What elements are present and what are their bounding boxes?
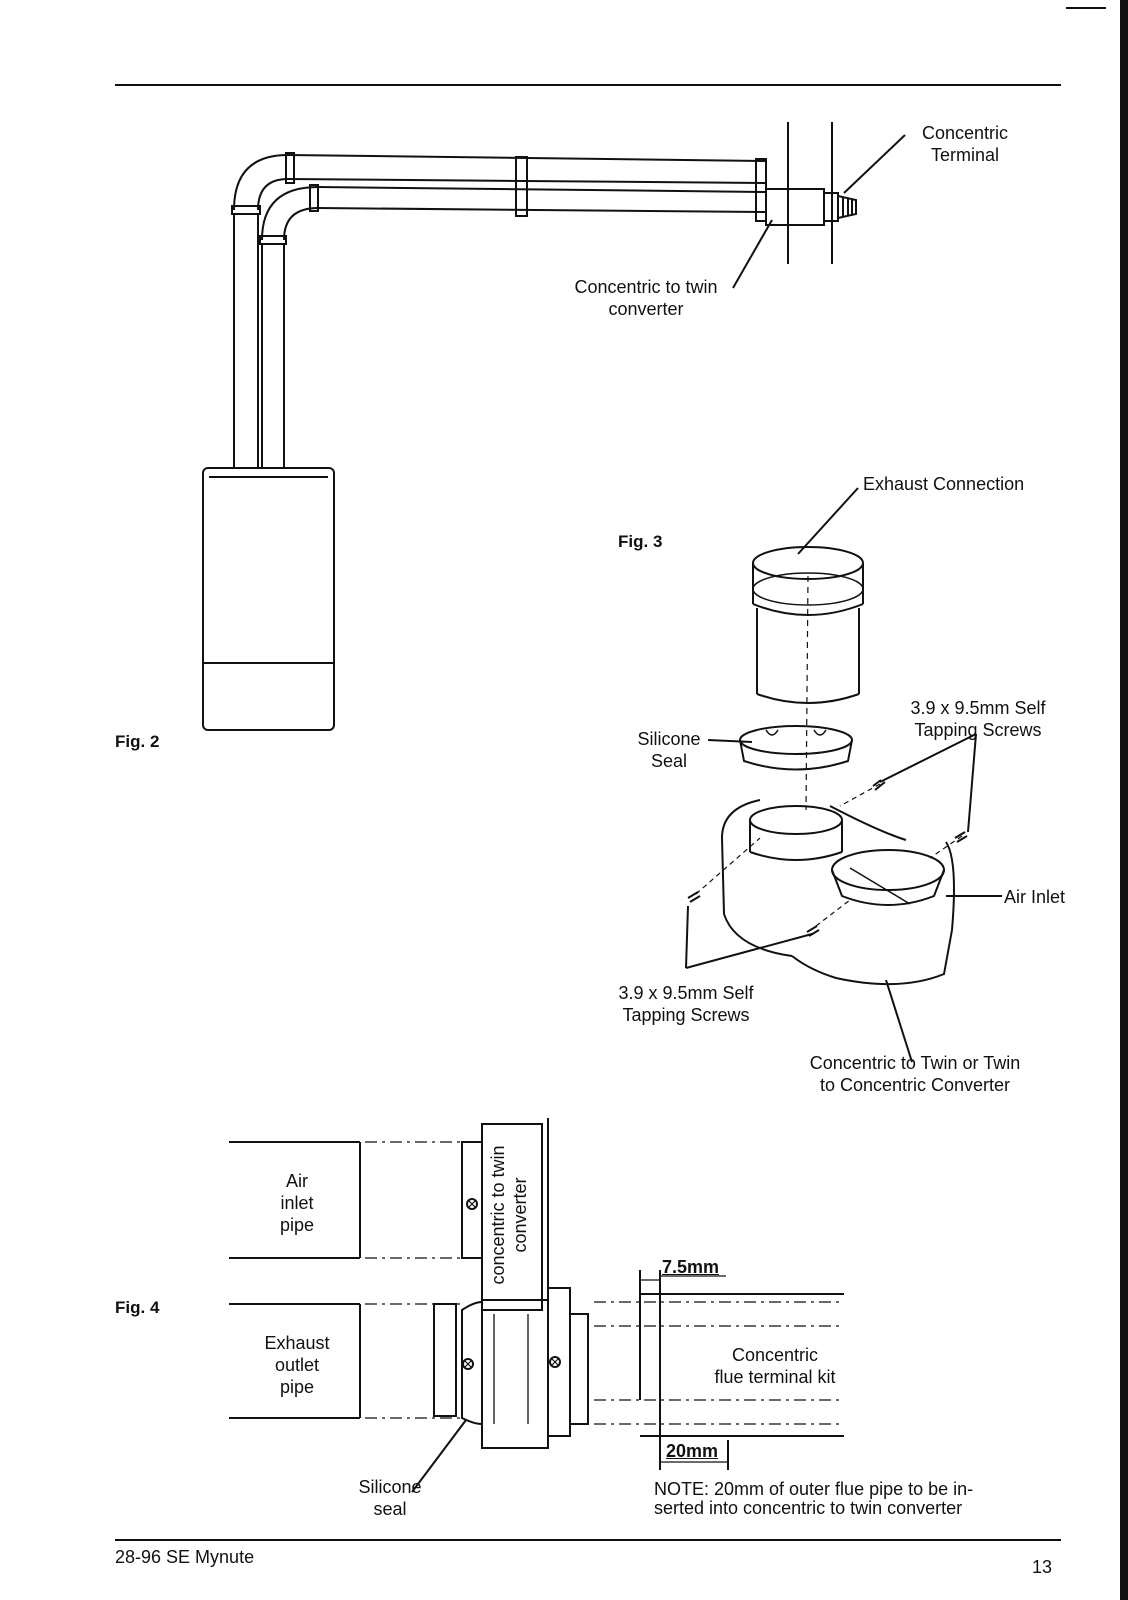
fig2-label: Fig. 2 [115,732,160,751]
dimension-20mm: 20mm [666,1441,719,1461]
note-line: NOTE: 20mm of outer flue pipe to be in- [654,1479,974,1499]
callout-line: converter [510,1177,530,1253]
callout-line: converter [608,299,684,319]
callout-line: seal [373,1499,407,1519]
callout-screws-right: 3.9 x 9.5mm Self Tapping Screws [898,697,1058,741]
binding-edge [1120,0,1128,1600]
callout-fig3-converter: Concentric to Twin or Twin to Concentric… [800,1052,1030,1096]
callout-line: concentric to twin [488,1145,508,1285]
label-exhaust-outlet-pipe: Exhaust outlet pipe [252,1332,342,1398]
callout-line: flue terminal kit [714,1367,836,1387]
callout-line: pipe [279,1215,315,1235]
callout-line: Seal [650,751,688,771]
callout-exhaust-connection: Exhaust Connection [863,474,1025,494]
fig4-label: Fig. 4 [115,1298,160,1317]
note-line: serted into concentric to twin converter [654,1498,963,1518]
footer-page-number: 13 [1032,1557,1053,1577]
callout-line: Concentric [731,1345,819,1365]
footer-model: 28-96 SE Mynute [115,1547,255,1567]
header-rule [115,84,1061,86]
label-converter-vertical: concentric to twin converter [487,1124,537,1306]
label-terminal-kit: Concentric flue terminal kit [690,1344,860,1388]
callout-line: pipe [279,1377,315,1397]
fig3-label: Fig. 3 [618,532,663,551]
callout-line: Concentric [921,123,1009,143]
callout-air-inlet: Air Inlet [1004,887,1066,907]
callout-line: 3.9 x 9.5mm Self [618,983,754,1003]
callout-fig2-converter: Concentric to twin converter [566,276,726,320]
callout-line: Air [286,1171,308,1191]
callout-line: outlet [274,1355,320,1375]
callout-screws-left: 3.9 x 9.5mm Self Tapping Screws [608,982,764,1026]
callout-line: Concentric to Twin or Twin [809,1053,1021,1073]
callout-line: to Concentric Converter [819,1075,1011,1095]
callout-line: Concentric to twin [574,277,718,297]
callout-silicone-seal: Silicone Seal [632,728,706,772]
scan-mark [1066,7,1106,9]
dimension-7-5mm: 7.5mm [662,1257,720,1277]
callout-line: Tapping Screws [914,720,1042,740]
callout-fig4-silicone-seal: Silicone seal [350,1476,430,1520]
callout-line: Silicone [637,729,701,749]
callout-line: Exhaust [264,1333,330,1353]
callout-line: Tapping Screws [622,1005,750,1025]
callout-line: inlet [280,1193,314,1213]
callout-line: Terminal [930,145,1000,165]
note-insertion-depth: NOTE: 20mm of outer flue pipe to be in- … [654,1480,973,1518]
label-air-inlet-pipe: Air inlet pipe [262,1170,332,1236]
callout-line: 3.9 x 9.5mm Self [910,698,1046,718]
callout-concentric-terminal: Concentric Terminal [905,122,1025,166]
callout-line: Silicone [358,1477,422,1497]
